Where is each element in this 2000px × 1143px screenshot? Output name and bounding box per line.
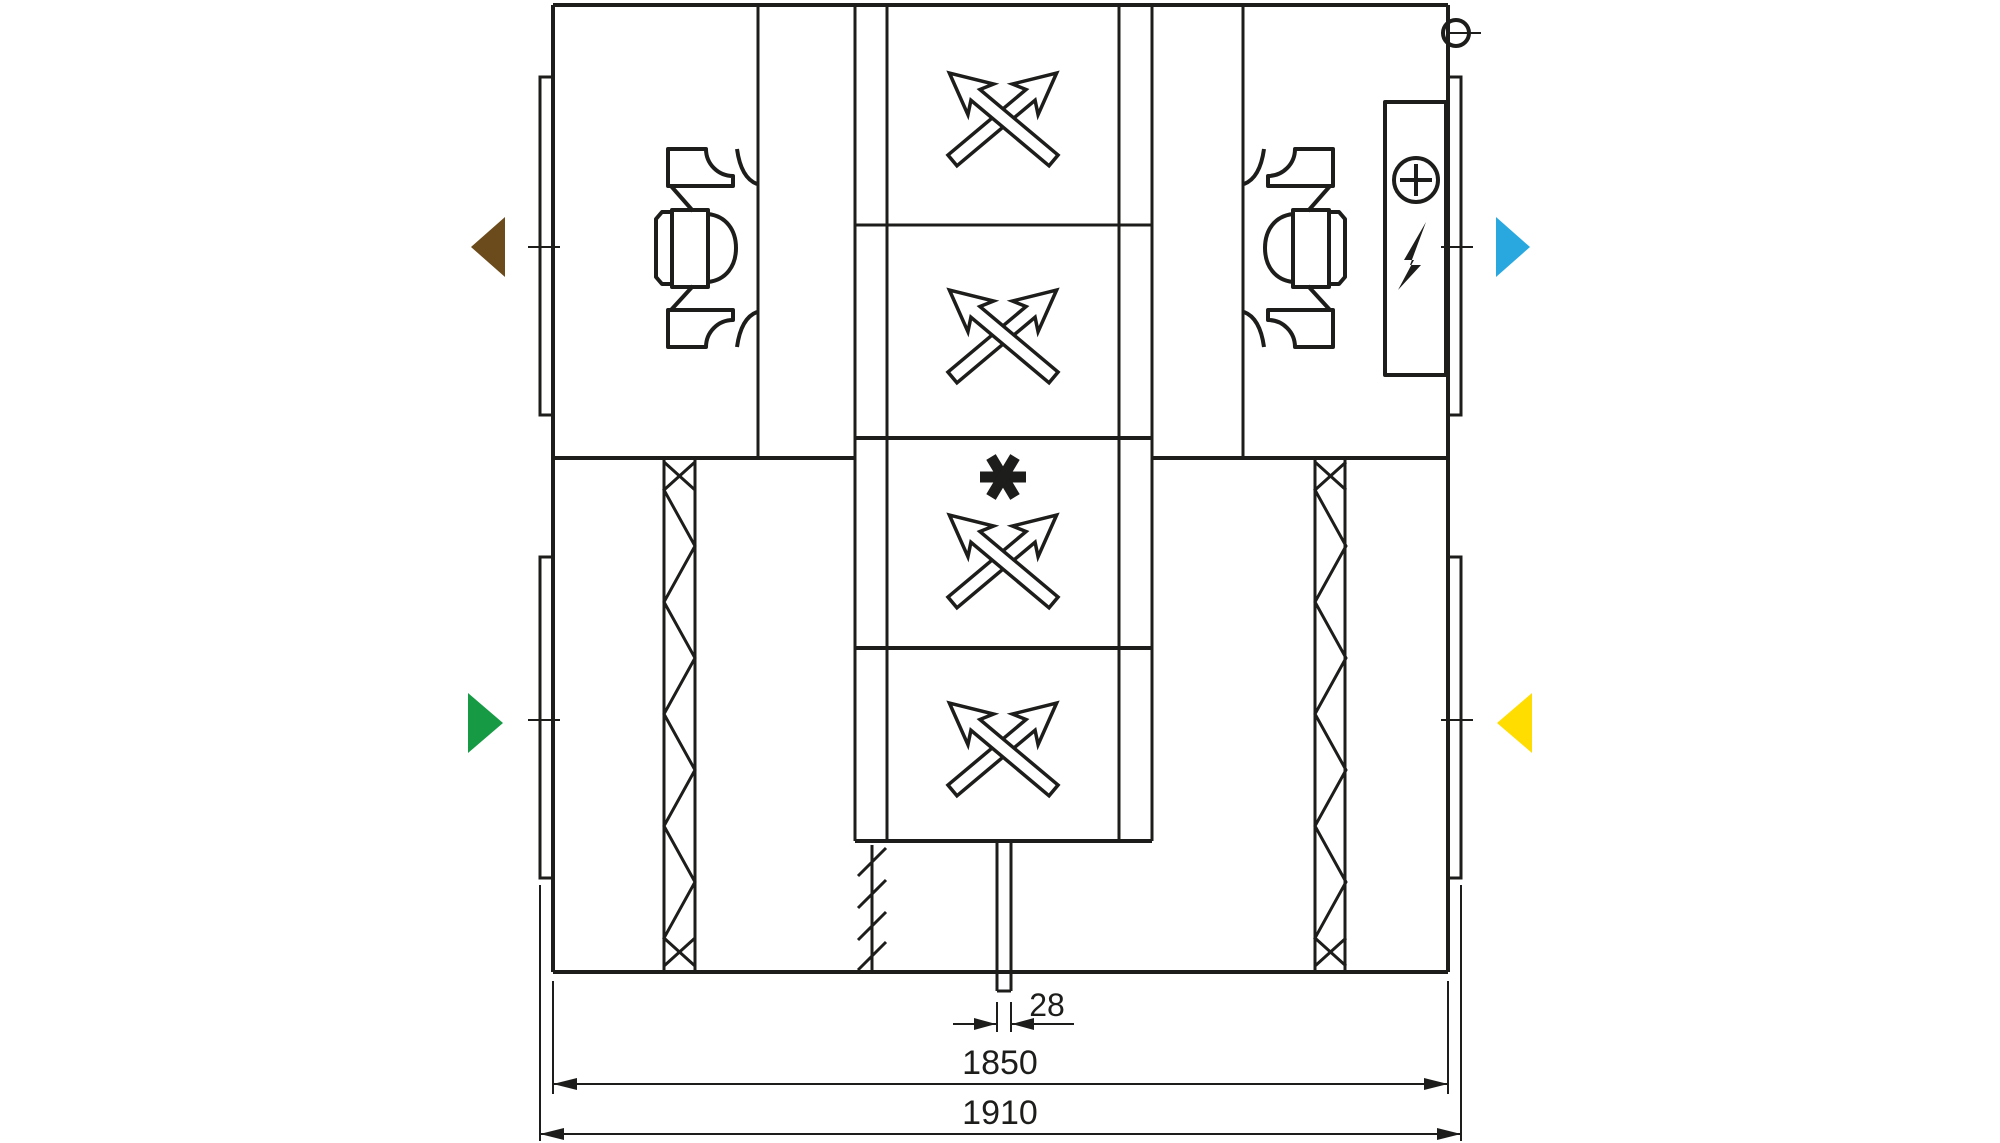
condensate-drain [856,841,1013,993]
heat-exchanger-2-icon [934,272,1072,395]
filter-right [1313,458,1348,972]
dimension-drain-offset: 28 [953,987,1074,1032]
dim-label-casing-width: 1850 [962,1044,1038,1082]
lightning-bolt-icon [1398,222,1426,290]
filter-left [662,458,697,972]
duct-flanges [528,75,1473,880]
heater-box [1383,100,1448,377]
extract-air-triangle [1497,693,1532,753]
outdoor-air-triangle [468,693,503,753]
exhaust-air-triangle [471,217,505,277]
filter-zigzag-icon [662,460,697,968]
drain-hose-hatched [856,845,888,972]
dim-label-drain-offset: 28 [1029,987,1065,1023]
heat-exchanger-4-icon [934,685,1072,808]
heat-exchanger-1-icon [934,55,1072,178]
dimension-overall-width: 1910 [539,885,1462,1141]
exhaust-fan-icon [654,147,759,349]
dim-label-overall-width: 1910 [962,1094,1038,1132]
electric-heater [1383,100,1448,377]
dimension-casing-width: 1850 [552,981,1449,1094]
duct-flange-bottom-left [538,555,555,880]
pipe-stub-top-right [1441,18,1481,48]
supply-air-triangle [1496,217,1530,277]
duct-flange-bottom-right [1446,555,1463,880]
heat-exchanger-column [853,5,1154,843]
supply-fan-icon [1242,147,1347,349]
filter-zigzag-icon [1313,460,1348,968]
heater-plus-cross [1400,164,1432,196]
frost-asterisk-icon [980,454,1026,500]
heater-plus-icon [1392,156,1440,204]
heat-exchanger-3-icon [934,497,1072,620]
